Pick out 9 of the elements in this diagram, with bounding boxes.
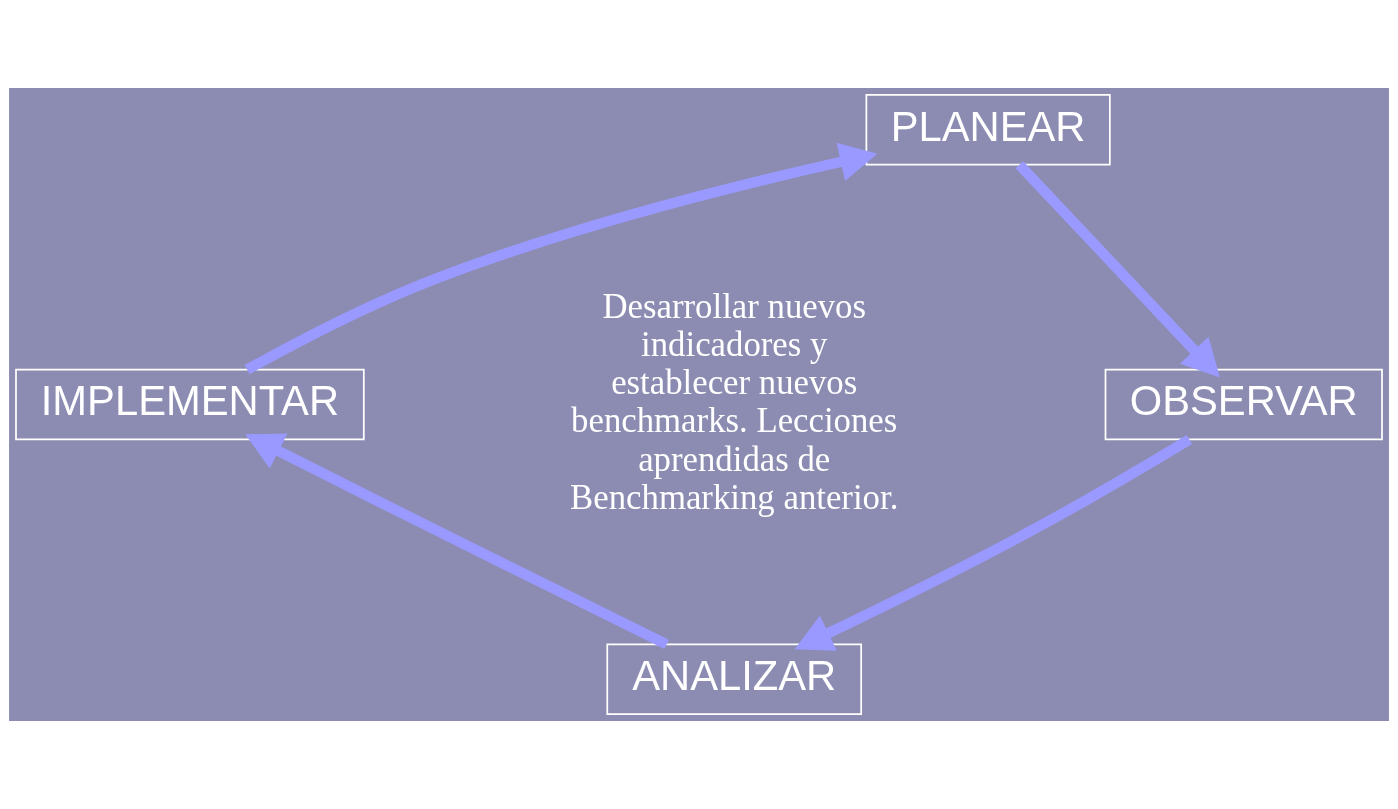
node-box: PLANEAR <box>865 94 1111 166</box>
arrow <box>1015 161 1220 378</box>
node-box: ANALIZAR <box>606 643 863 715</box>
label: Desarrollar nuevos indicadores y establecer nuevos benchmarks. Lecciones aprendidas de Benchmarking anterior. <box>570 286 899 517</box>
arrow <box>244 142 878 375</box>
node-box: IMPLEMENTAR <box>15 368 365 441</box>
arrow <box>245 433 669 649</box>
arrow <box>794 435 1193 651</box>
node-box: OBSERVAR <box>1104 368 1383 441</box>
